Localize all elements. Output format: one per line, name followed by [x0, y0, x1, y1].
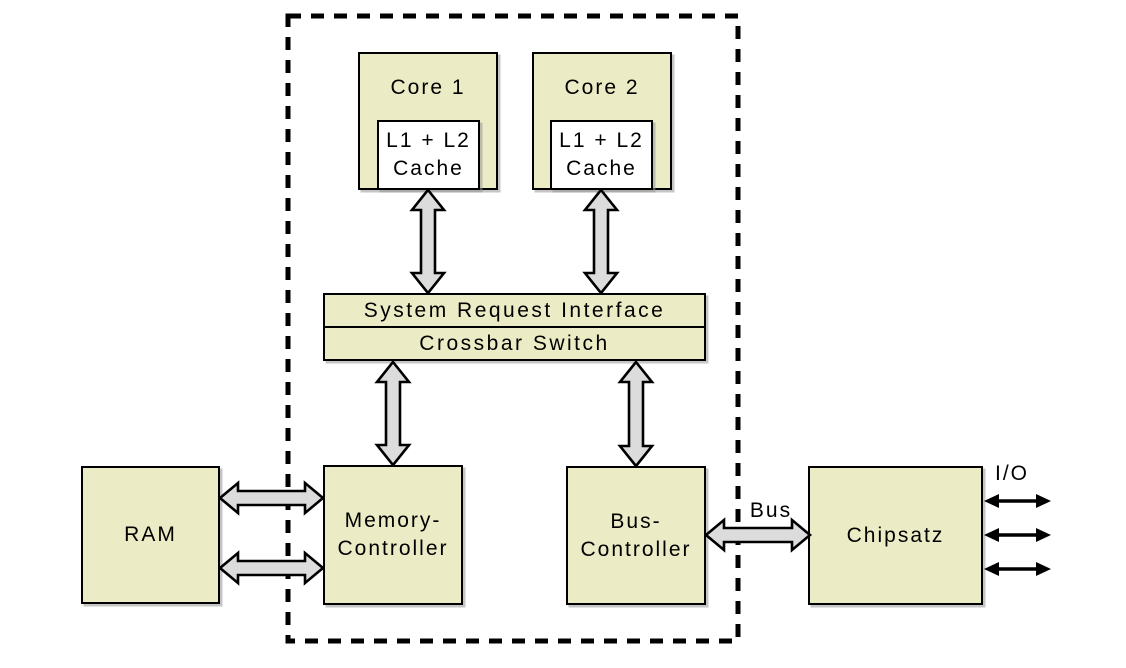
io-arrow-1-right-head [1036, 494, 1051, 508]
arrow-crossbar-bus-controller [617, 359, 655, 469]
arrow-crossbar-memory-controller [374, 359, 412, 468]
arrow-core1-sri [409, 187, 447, 296]
io-arrow-1 [984, 494, 1051, 508]
io-arrow-2 [984, 528, 1051, 542]
io-arrow-1-left-head [984, 494, 999, 508]
arrow-bus-controller-chipsatz [703, 517, 813, 553]
node-ram: RAM [81, 466, 220, 604]
io-arrow-3 [984, 562, 1051, 576]
node-cache2-line2: Cache [566, 157, 637, 180]
node-system-request-interface: System Request Interface [323, 293, 706, 328]
arrow-ram-memory-controller-lower [217, 550, 326, 586]
io-edge-label: I/O [994, 462, 1029, 485]
arrow-ram-memory-controller-upper [217, 480, 326, 516]
node-memory-controller-line2: Controller [337, 537, 449, 560]
node-core1-label: Core 1 [390, 76, 466, 99]
node-bus-controller: Bus- Controller [566, 466, 706, 605]
node-ram-label: RAM [124, 523, 177, 546]
bus-edge-label: Bus [749, 499, 793, 522]
node-cache2: L1 + L2 Cache [550, 120, 653, 190]
node-core2-label: Core 2 [564, 76, 640, 99]
io-arrow-2-right-head [1036, 528, 1051, 542]
node-memory-controller-line1: Memory- [344, 509, 442, 532]
node-chipsatz: Chipsatz [808, 466, 983, 605]
node-bus-controller-line2: Controller [580, 537, 692, 561]
node-chipsatz-label: Chipsatz [846, 523, 945, 547]
io-arrow-3-right-head [1036, 562, 1051, 576]
node-cache2-line1: L1 + L2 [559, 129, 644, 152]
node-cache1-line2: Cache [393, 157, 464, 180]
io-arrow-3-left-head [984, 562, 999, 576]
node-bus-controller-line1: Bus- [610, 509, 662, 533]
node-memory-controller: Memory- Controller [323, 465, 463, 605]
arrow-core2-sri [582, 187, 620, 296]
node-crossbar-switch: Crossbar Switch [323, 328, 706, 361]
node-sri-label: System Request Interface [363, 298, 666, 322]
node-crossbar-label: Crossbar Switch [419, 331, 610, 355]
node-cache1: L1 + L2 Cache [377, 120, 480, 190]
io-arrow-2-left-head [984, 528, 999, 542]
node-cache1-line1: L1 + L2 [386, 129, 471, 152]
